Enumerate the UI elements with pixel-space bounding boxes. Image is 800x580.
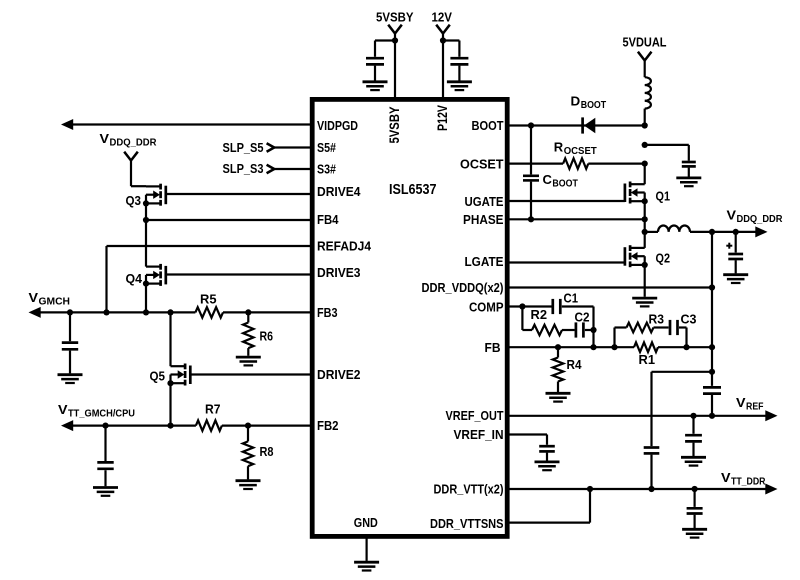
svg-text:Q4: Q4 [126,271,143,286]
svg-text:VIDPGD: VIDPGD [317,118,358,133]
svg-text:FB2: FB2 [317,418,339,433]
svg-text:DRIVE3: DRIVE3 [317,265,361,280]
svg-text:V: V [721,470,731,485]
svg-text:P12V: P12V [434,104,450,131]
svg-text:12V: 12V [432,10,453,25]
svg-text:R4: R4 [567,357,583,372]
svg-text:SLP_S5: SLP_S5 [223,140,264,155]
svg-text:GMCH: GMCH [39,297,71,308]
svg-text:V: V [727,208,737,223]
svg-text:BOOT: BOOT [552,179,578,190]
svg-text:R6: R6 [260,328,274,343]
svg-text:C: C [543,172,553,187]
svg-text:GND: GND [354,515,378,530]
svg-text:DRIVE4: DRIVE4 [317,184,361,199]
svg-text:FB3: FB3 [317,305,338,320]
svg-text:DDR_VTTSNS: DDR_VTTSNS [430,516,504,531]
svg-text:5VDUAL: 5VDUAL [623,35,667,50]
svg-text:C2: C2 [575,309,590,324]
svg-text:Q5: Q5 [150,369,166,384]
svg-text:V: V [29,290,39,305]
svg-text:SLP_S3: SLP_S3 [223,161,264,176]
svg-text:S3#: S3# [317,162,337,177]
svg-text:C1: C1 [564,290,579,305]
svg-text:FB: FB [485,340,501,355]
svg-text:C3: C3 [681,311,697,326]
svg-text:D: D [571,94,581,109]
svg-text:5VSBY: 5VSBY [386,106,402,144]
svg-text:OCSET: OCSET [460,156,504,171]
svg-text:TT_GMCH/CPU: TT_GMCH/CPU [68,409,135,420]
svg-text:Q1: Q1 [656,189,671,204]
svg-text:R1: R1 [639,352,656,367]
svg-text:PHASE: PHASE [463,212,504,227]
svg-text:R8: R8 [260,444,274,459]
svg-text:TT_DDR: TT_DDR [731,477,766,488]
svg-text:V: V [736,395,746,410]
svg-text:OCSET: OCSET [564,146,597,157]
svg-text:S5#: S5# [317,140,337,155]
svg-text:5VSBY: 5VSBY [376,10,414,25]
svg-text:LGATE: LGATE [465,254,504,269]
svg-text:V: V [100,131,110,146]
svg-text:DDQ_DDR: DDQ_DDR [737,214,784,225]
svg-text:R5: R5 [200,291,217,306]
svg-text:FB4: FB4 [317,212,339,227]
svg-text:VREF_IN: VREF_IN [454,427,504,442]
svg-text:ISL6537: ISL6537 [389,181,437,198]
svg-text:Q3: Q3 [126,193,142,208]
svg-text:DRIVE2: DRIVE2 [317,367,361,382]
svg-text:DDR_VTT(x2): DDR_VTT(x2) [434,482,504,497]
svg-text:DDQ_DDR: DDQ_DDR [110,138,158,149]
svg-text:VREF_OUT: VREF_OUT [446,408,504,423]
svg-text:Q2: Q2 [656,251,671,266]
svg-text:DDR_VDDQ(x2): DDR_VDDQ(x2) [422,280,504,295]
svg-text:BOOT: BOOT [472,118,504,133]
svg-text:COMP: COMP [469,299,504,314]
svg-text:R: R [554,139,564,154]
svg-text:R3: R3 [649,311,665,326]
svg-text:R7: R7 [205,401,221,416]
svg-text:V: V [58,402,68,417]
svg-text:UGATE: UGATE [465,194,504,209]
svg-text:REFADJ4: REFADJ4 [317,239,372,254]
svg-text:REF: REF [746,402,764,413]
svg-text:BOOT: BOOT [581,100,607,111]
svg-text:R2: R2 [531,307,548,322]
